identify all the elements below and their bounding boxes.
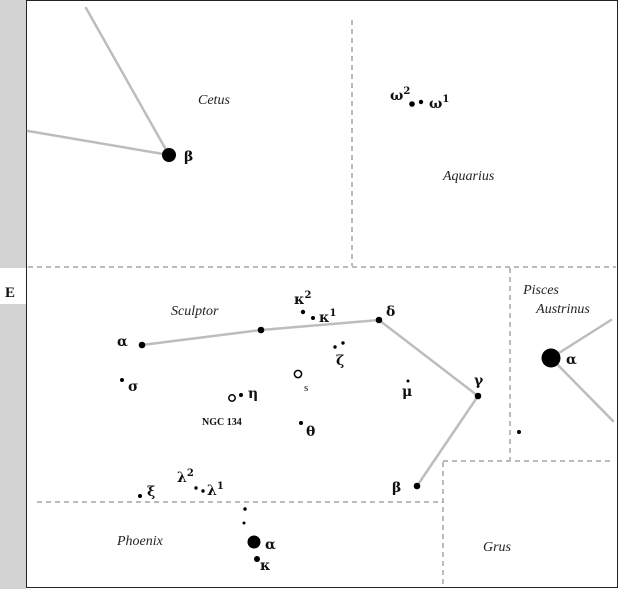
star-phoenix-kappa xyxy=(254,556,260,562)
label-sculptor-zeta: ζ xyxy=(336,353,344,369)
label-phoenix-kappa: κ xyxy=(260,558,271,574)
star-sculptor-alpha xyxy=(138,341,146,349)
label-aquarius-omega1: ω1 xyxy=(429,94,449,112)
star-sculptor-kappa2 xyxy=(300,309,306,315)
cetus-figure-line-north xyxy=(84,6,171,157)
star-phoenix-xi xyxy=(138,494,142,498)
star-sculptor-eta xyxy=(239,393,243,397)
star-phoenix-field-b xyxy=(242,521,246,525)
constellation-label-pisces: Pisces xyxy=(522,283,559,298)
label-sculptor-gamma: γ xyxy=(474,373,484,389)
star-phoenix-lambda2 xyxy=(194,486,198,490)
constellation-label-sculptor: Sculptor xyxy=(171,304,219,319)
star-sculptor-delta xyxy=(375,316,383,324)
star-aquarius-omega2 xyxy=(409,101,415,107)
constellation-label-phoenix: Phoenix xyxy=(116,534,164,549)
galaxy-ngc134-marker xyxy=(228,394,236,402)
label-cetus-beta: β xyxy=(184,149,193,165)
star-phoenix-lambda1 xyxy=(201,489,205,493)
sculptor-figure-line xyxy=(140,318,480,488)
label-phoenix-lambda2: λ2 xyxy=(177,468,194,486)
star-sculptor-zeta-b xyxy=(341,341,345,345)
label-sculptor-kappa2: κ2 xyxy=(294,290,312,308)
label-sculptor-theta: θ xyxy=(306,424,315,440)
star-sculptor-gamma xyxy=(474,392,482,400)
label-sculptor-sigma: σ xyxy=(128,379,138,395)
star-aquarius-omega1 xyxy=(418,99,424,105)
constellation-label-grus: Grus xyxy=(483,540,512,555)
label-sculptor-alpha: α xyxy=(117,334,128,350)
star-phoenix-alpha xyxy=(247,535,261,549)
star-grus-field xyxy=(517,430,521,434)
label-variable-star-s: s xyxy=(304,382,308,394)
label-sculptor-kappa1: κ1 xyxy=(319,308,336,326)
cetus-figure-line-west xyxy=(26,129,171,157)
label-sculptor-eta: η xyxy=(248,386,258,402)
label-sculptor-delta: δ xyxy=(386,304,395,320)
star-sculptor-epsilon xyxy=(257,326,265,334)
direction-label-background xyxy=(0,268,26,304)
star-cetus-beta xyxy=(162,148,176,162)
constellation-label-austrinus: Austrinus xyxy=(535,302,590,317)
label-phoenix-alpha: α xyxy=(265,537,276,553)
star-sculptor-sigma xyxy=(120,378,124,382)
label-pisces-austrinus-alpha: α xyxy=(566,352,577,368)
constellation-label-aquarius: Aquarius xyxy=(442,169,495,184)
star-sculptor-zeta-a xyxy=(333,345,337,349)
label-aquarius-omega2: ω2 xyxy=(390,86,410,104)
star-sculptor-mu xyxy=(406,379,410,383)
star-phoenix-field-a xyxy=(243,507,247,511)
label-sculptor-mu: μ xyxy=(402,384,412,400)
star-sculptor-kappa1 xyxy=(311,316,315,320)
pisces-austrinus-figure-line-north xyxy=(549,318,613,360)
star-pisces-austrinus-alpha xyxy=(541,348,561,368)
label-sculptor-beta: β xyxy=(392,480,401,496)
east-direction-label: E xyxy=(5,285,15,301)
label-ngc134: NGC 134 xyxy=(202,417,242,428)
pisces-austrinus-figure-line-south xyxy=(549,356,615,423)
label-phoenix-xi: ξ xyxy=(147,484,155,500)
variable-star-s-marker xyxy=(293,369,303,379)
constellation-label-cetus: Cetus xyxy=(198,93,230,108)
star-sculptor-beta xyxy=(413,482,421,490)
star-sculptor-theta xyxy=(299,421,303,425)
label-phoenix-lambda1: λ1 xyxy=(207,481,224,499)
